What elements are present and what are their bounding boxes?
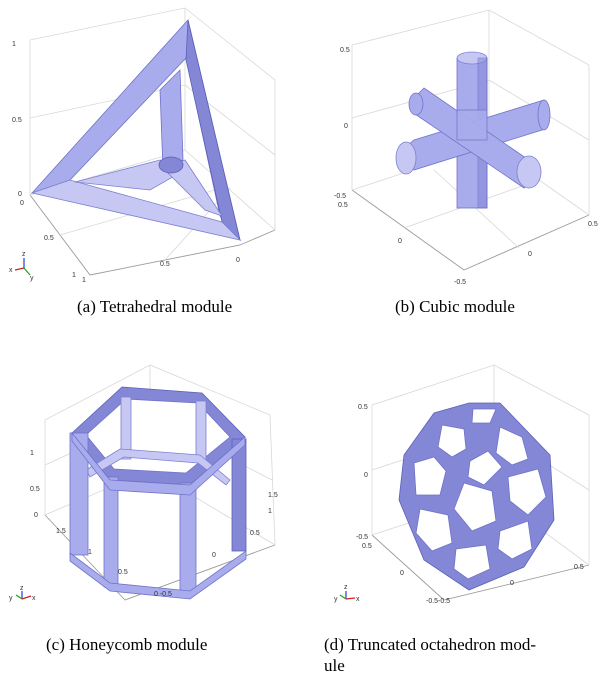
figure-panel-d: 0.5 0 -0.5 0.5 0 -0.5 0.5 0 -0.5 y z x (…	[304, 345, 608, 680]
tick-label: 0 -0.5	[154, 591, 172, 598]
triad-label: y	[9, 595, 13, 602]
cubic-solid	[395, 51, 551, 209]
triad-label: x	[356, 596, 360, 603]
triad-label: y	[30, 275, 34, 282]
caption-b: (b) Cubic module	[395, 297, 515, 316]
tick-label: 0	[212, 552, 216, 559]
tick-label: 0.5	[340, 47, 350, 54]
figure-panel-a: 1 0.5 0 0 0.5 1 1 0.5 0 x z y (a) Tetrah…	[0, 0, 300, 340]
tick-label: -0.5	[454, 279, 466, 286]
tick-label: 0.5	[362, 543, 372, 550]
tick-label: 0	[18, 191, 22, 198]
caption-c: (c) Honeycomb module	[46, 635, 208, 654]
tetrahedral-solid	[30, 19, 242, 242]
triad-label: z	[20, 585, 24, 592]
caption-d-line-1: (d) Truncated octahedron mod-	[324, 635, 536, 654]
triad-label: z	[344, 584, 348, 591]
caption-a: (a) Tetrahedral module	[77, 297, 233, 316]
tick-label: 1	[12, 41, 16, 48]
tick-label: 0.5	[30, 486, 40, 493]
tick-label: 0.5	[358, 404, 368, 411]
honeycomb-solid	[69, 386, 247, 600]
tick-label: 0	[364, 472, 368, 479]
tick-label: 0	[344, 123, 348, 130]
triad-label: x	[32, 595, 36, 602]
caption-d: (d) Truncated octahedron mod- ule	[324, 634, 594, 676]
tick-label: 0.5	[118, 569, 128, 576]
tick-label: 0.5	[250, 530, 260, 537]
tick-label: -0.5	[356, 534, 368, 541]
tick-label: -0.5	[426, 598, 438, 605]
tick-label: 0.5	[574, 564, 584, 571]
truncated-octahedron-module-render: 0.5 0 -0.5 0.5 0 -0.5 0.5 0 -0.5 y z x	[334, 364, 590, 605]
caption-d-line-2: ule	[324, 656, 345, 675]
tick-label: 1	[82, 277, 86, 284]
truncated-octahedron-solid	[398, 402, 555, 591]
tick-label: 1	[30, 450, 34, 457]
tick-label: 0	[400, 570, 404, 577]
tick-label: 1.5	[268, 492, 278, 499]
tick-label: 0	[510, 580, 514, 587]
tick-label: 0	[236, 257, 240, 264]
tick-label: 0.5	[160, 261, 170, 268]
tick-label: 0	[398, 238, 402, 245]
tick-label: 0.5	[338, 202, 348, 209]
tick-label: 1	[268, 508, 272, 515]
tick-label: 0.5	[588, 221, 598, 228]
tick-label: 1	[88, 549, 92, 556]
triad-label: x	[9, 267, 13, 274]
axis-triad-icon: y z x	[334, 584, 360, 603]
tick-label: 0	[528, 251, 532, 258]
figure-panel-c: 1 0.5 0 1.5 1 0.5 0 -0.5 1.5 1 0.5 0 y z…	[0, 345, 300, 680]
triad-label: y	[334, 596, 338, 603]
tick-label: 1	[72, 272, 76, 279]
tick-label: -0.5	[438, 598, 450, 605]
triad-label: z	[22, 251, 26, 258]
tick-label: 0	[34, 512, 38, 519]
tetrahedral-module-render: 1 0.5 0 0 0.5 1 1 0.5 0 x z y	[9, 7, 276, 284]
tick-label: -0.5	[334, 193, 346, 200]
tick-label: 0.5	[12, 117, 22, 124]
figure-panel-b: 0.5 0 -0.5 0.5 0 -0.5 0.5 0 (b) Cubic mo…	[304, 0, 608, 340]
axis-triad-icon: y z x	[9, 585, 36, 602]
tick-label: 0	[20, 200, 24, 207]
honeycomb-module-render: 1 0.5 0 1.5 1 0.5 0 -0.5 1.5 1 0.5 0 y z…	[9, 364, 278, 602]
tick-label: 1.5	[56, 528, 66, 535]
axis-triad-icon: x z y	[9, 251, 34, 282]
cubic-module-render: 0.5 0 -0.5 0.5 0 -0.5 0.5 0	[334, 9, 598, 286]
tick-label: 0.5	[44, 235, 54, 242]
